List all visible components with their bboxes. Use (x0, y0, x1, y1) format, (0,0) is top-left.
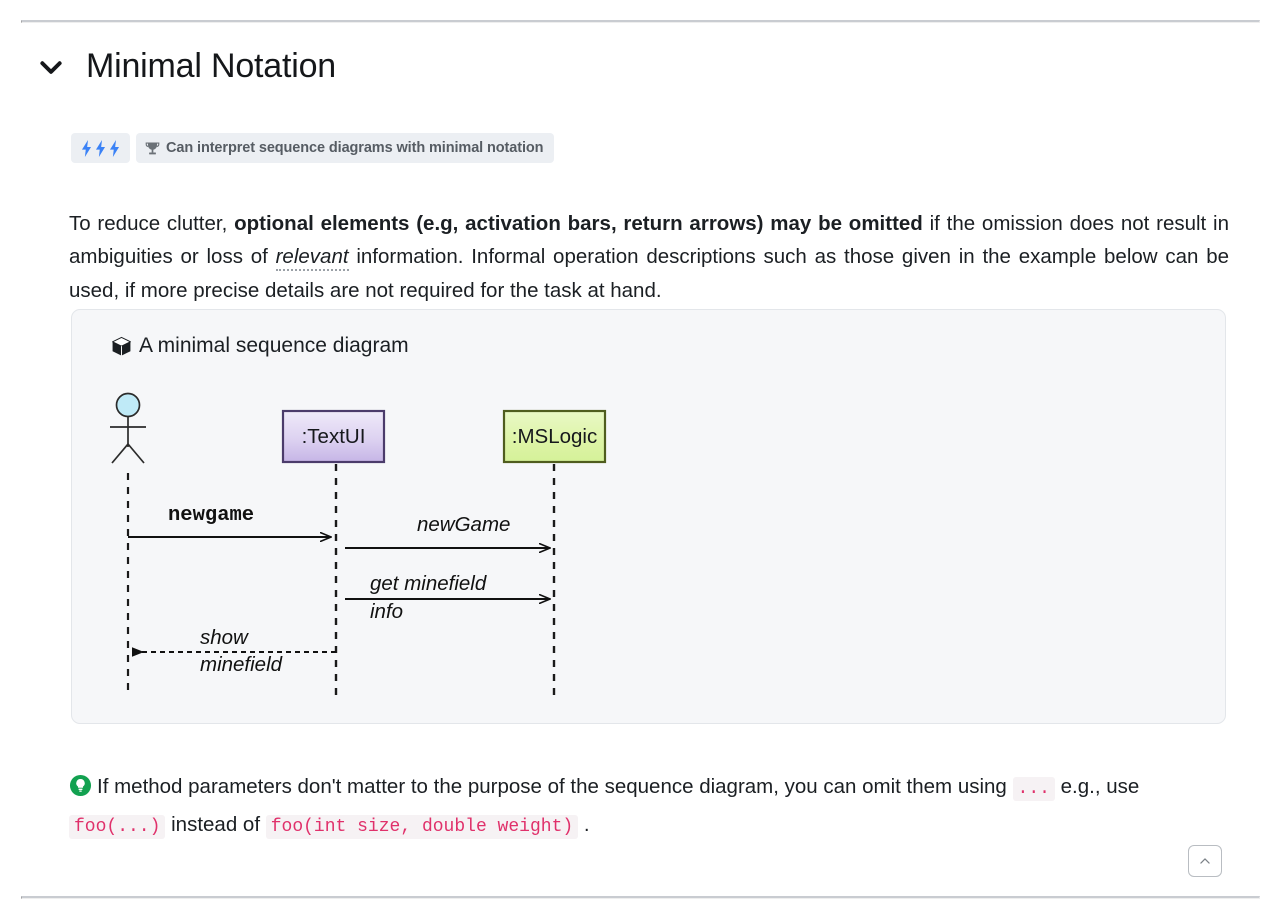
svg-text:show: show (200, 626, 249, 649)
para-bold-1: optional elements (e.g, activation bars,… (234, 211, 923, 235)
panel-title: A minimal sequence diagram (111, 334, 409, 358)
para-part-2: if the omission does not result in ambig… (69, 211, 1229, 269)
diagram-panel: A minimal sequence diagram (71, 309, 1226, 724)
para-part-1: To reduce clutter, (69, 211, 235, 235)
cube-icon (111, 336, 132, 357)
inline-code-ellipsis: ... (1012, 776, 1055, 801)
learning-outcome-badge[interactable]: Can interpret sequence diagrams with min… (71, 133, 555, 163)
tooltip-term-relevant[interactable]: relevant (275, 245, 349, 271)
scroll-to-top-button[interactable] (1188, 845, 1222, 877)
participant-label-textui: :TextUI (302, 425, 366, 448)
participant-label-mslogic: :MSLogic (512, 425, 597, 448)
inline-code-foo-long: foo(int size, double weight) (265, 814, 579, 839)
difficulty-level (71, 133, 130, 163)
message-newgame: newgame (128, 504, 331, 537)
divider-top (21, 20, 1260, 23)
trophy-icon (145, 141, 160, 156)
page-title: Minimal Notation (86, 47, 337, 85)
lightning-bolt-icon (108, 139, 121, 157)
tip-text-4: . (578, 812, 590, 836)
svg-text:minefield: minefield (200, 653, 283, 676)
chevron-down-icon[interactable] (38, 54, 64, 80)
outcome-text-chip[interactable]: Can interpret sequence diagrams with min… (136, 133, 555, 163)
outcome-label: Can interpret sequence diagrams with min… (166, 140, 544, 156)
tip-text-3: instead of (165, 812, 266, 836)
participant-textui: :TextUI (281, 409, 386, 695)
svg-text:get minefield: get minefield (370, 572, 487, 595)
chevron-up-icon (1198, 854, 1212, 868)
panel-title-text: A minimal sequence diagram (139, 334, 409, 357)
section-heading: Minimal Notation (38, 47, 337, 85)
tip-text-2: e.g., use (1054, 774, 1140, 798)
participant-actor (110, 392, 146, 695)
tip-text-1: If method parameters don't matter to the… (97, 774, 1013, 798)
para-part-3: information. Informal operation descript… (69, 245, 1229, 302)
lightning-bolt-icon (80, 139, 93, 157)
sequence-diagram: :TextUI :MSLogic newgame newGame ge (110, 392, 607, 695)
tip-block: If method parameters don't matter to the… (69, 769, 1232, 845)
svg-text:newGame: newGame (417, 513, 510, 536)
lightbulb-icon (69, 774, 97, 798)
message-get-minefield-info: get minefield info (345, 572, 550, 623)
svg-text:info: info (370, 600, 403, 623)
svg-text:newgame: newgame (168, 504, 254, 527)
intro-paragraph: To reduce clutter, optional elements (e.… (69, 207, 1229, 308)
divider-bottom (21, 896, 1260, 899)
inline-code-foo-short: foo(...) (69, 814, 166, 839)
message-newGame: newGame (345, 513, 550, 548)
participant-mslogic: :MSLogic (502, 409, 607, 695)
lightning-bolt-icon (94, 139, 107, 157)
message-show-minefield: show minefield (132, 626, 336, 676)
